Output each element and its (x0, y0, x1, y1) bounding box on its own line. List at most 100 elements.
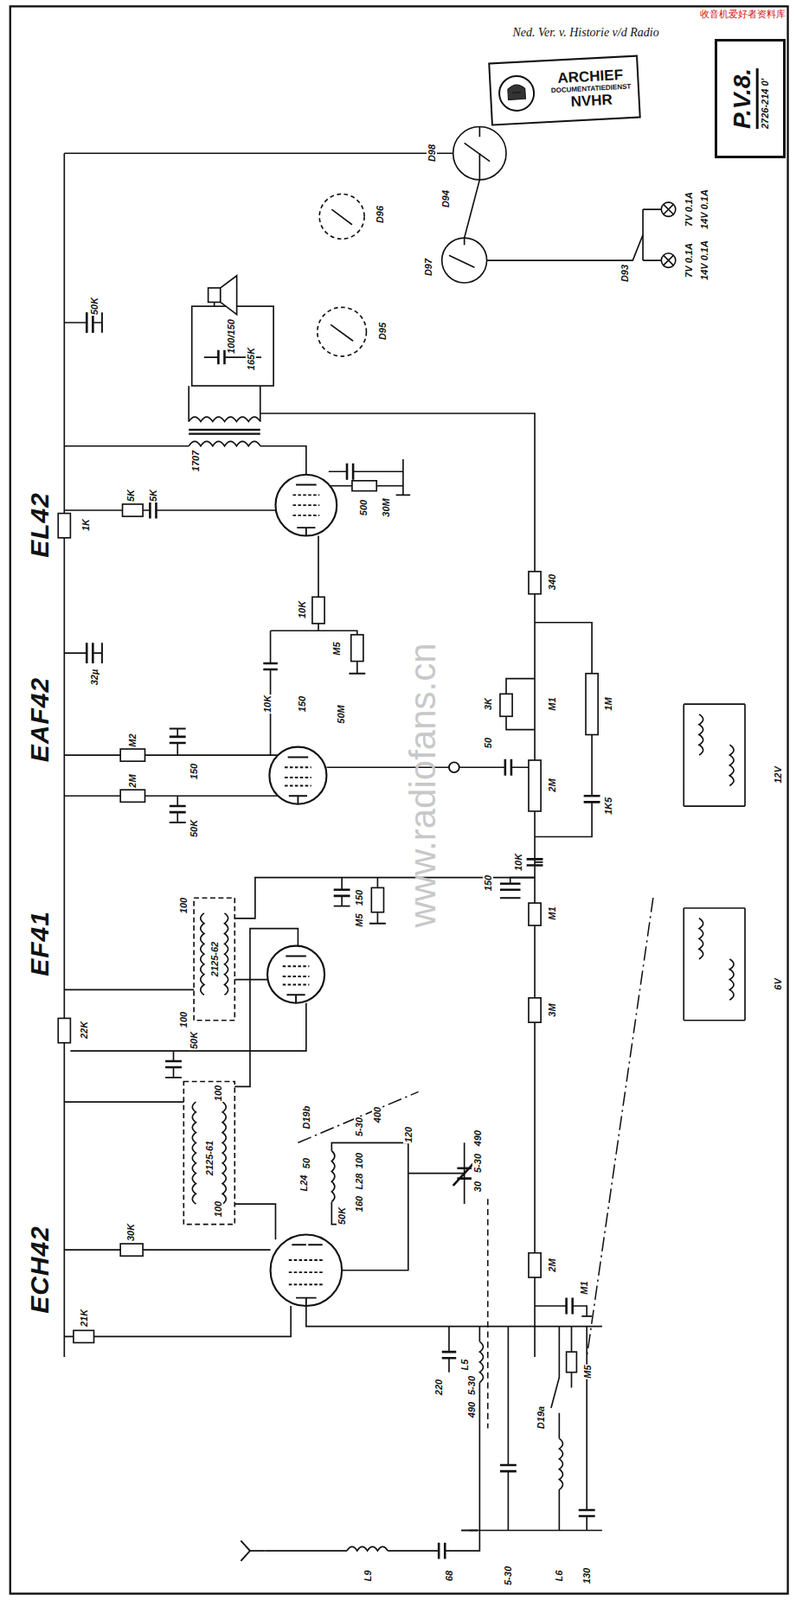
node-text: 2726-214 0' (758, 68, 772, 129)
coil-symbol (558, 1438, 563, 1490)
component-value: 150 (482, 874, 494, 893)
tube-electrode (291, 1245, 322, 1307)
coil-symbol (346, 1547, 388, 1552)
component-value: 32µ (88, 668, 99, 687)
component-value: 1K5 (603, 796, 614, 816)
capacitor-symbol (438, 1543, 445, 1560)
wire (507, 1327, 510, 1532)
wire (551, 1327, 559, 1532)
component-value: 2M (546, 1258, 558, 1273)
resistor-symbol (122, 504, 144, 517)
transformer-symbol (188, 417, 261, 422)
component-value: M2 (127, 733, 138, 749)
component-value: L28 (353, 1172, 365, 1191)
wire (260, 413, 535, 1358)
component-value: 490 (472, 1129, 483, 1148)
resistor-symbol (120, 1244, 143, 1257)
wire (331, 1142, 408, 1271)
archive-logo (495, 72, 538, 115)
component-value: 100/150 (225, 318, 237, 355)
ganged-control-line (586, 898, 654, 1358)
component-value: 5K (147, 488, 159, 503)
component-value: 50M (335, 704, 347, 725)
switch-symbol (330, 324, 354, 341)
resistor-symbol (57, 513, 71, 539)
component-value: 3K (482, 697, 494, 712)
ganged-control-line (297, 1091, 418, 1143)
transformer-symbol (193, 898, 235, 1021)
component-value: L5 (459, 1359, 470, 1373)
component-value: 1K (80, 518, 91, 533)
transformer-symbol (188, 441, 261, 446)
tube-electrode (285, 956, 307, 1003)
wire (64, 445, 189, 448)
resistor-symbol (57, 481, 598, 1374)
switch-symbol (331, 209, 353, 225)
wire (328, 459, 404, 495)
antenna-symbol (449, 762, 460, 773)
component-value: M1 (546, 905, 558, 921)
speaker-symbol (192, 306, 274, 386)
resistor-symbol (528, 760, 541, 812)
component-value: L24 (298, 1174, 309, 1194)
component-value: 21K (78, 1309, 90, 1329)
component-value: 30 (472, 1181, 483, 1194)
capacitor-symbol (218, 350, 225, 366)
tube-type: EL42 (24, 492, 53, 560)
switch-symbol (317, 127, 676, 357)
component-value: 30K (125, 1223, 136, 1243)
wire (64, 1249, 270, 1252)
tube-symbol (267, 946, 325, 1004)
component-value: 7V 0.1A (683, 191, 694, 228)
capacitor-symbol (578, 1510, 596, 1517)
capacitor-symbol (505, 759, 512, 777)
coil-symbol (479, 1341, 483, 1383)
wire (534, 1306, 587, 1317)
component-value: 400 (372, 1106, 383, 1124)
component-value: 5-30 (466, 1375, 477, 1397)
tube-symbol (270, 1234, 343, 1307)
component-value: 14V 0.1A (699, 239, 710, 282)
component-value: 100 (178, 1011, 189, 1029)
capacitor-symbol (333, 890, 351, 897)
component-value: D95 (377, 321, 388, 341)
component-value: 100 (212, 1200, 224, 1219)
component-value: 5-30 (472, 1153, 483, 1175)
transformer-symbol (200, 913, 205, 995)
component-value: M5 (331, 641, 342, 657)
component-value: L9 (362, 1570, 373, 1584)
capacitor-symbol (169, 737, 187, 813)
component-value: 7V 0.1A (683, 242, 694, 279)
component-value: D97 (423, 257, 434, 277)
resistor-symbol (528, 571, 541, 595)
switch-symbol (663, 204, 675, 266)
wire (585, 1327, 588, 1532)
tube-symbol (275, 475, 337, 537)
component-value: 3M (546, 1002, 558, 1018)
coil-symbol (683, 908, 745, 1021)
resistor-symbol (528, 998, 541, 1023)
speaker-symbol (208, 288, 221, 303)
component-value: M1 (578, 1280, 590, 1296)
component-value: 100 (178, 897, 189, 915)
component-value: 100 (212, 1084, 224, 1103)
transformer-symbol (192, 1102, 196, 1205)
component-value: 160 (353, 1195, 365, 1214)
watermark: 收音机爱好者资料库 (699, 8, 787, 20)
capacitor-symbol (165, 1061, 182, 1068)
component-value: 68 (443, 1570, 455, 1583)
wire (448, 1327, 450, 1374)
wire (64, 980, 268, 991)
wire (306, 1306, 603, 1328)
capacitor-symbol (64, 312, 600, 1560)
wire (64, 754, 278, 757)
capacitor-symbol (584, 796, 601, 803)
component-value: D98 (426, 143, 437, 163)
resistor-symbol (312, 597, 325, 624)
resistor-symbol (528, 1253, 541, 1278)
resistor-symbol (352, 481, 377, 492)
archive-stamp: ARCHIEFDOCUMENTATIEDIENSTNVHR (487, 55, 642, 127)
archive-note: Ned. Ver. v. Historie v/d Radio (511, 25, 660, 39)
frame-line (10, 6, 789, 1594)
